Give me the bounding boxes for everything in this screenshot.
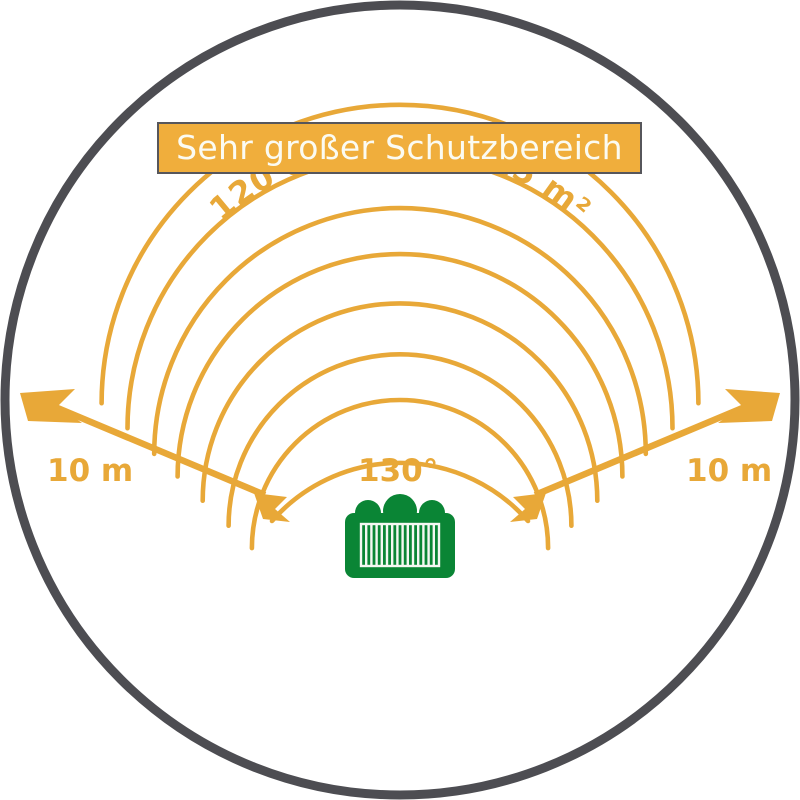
range-ray-left xyxy=(46,401,267,498)
detection-angle-label: 130° xyxy=(358,453,439,489)
protection-area-banner-label: Sehr großer Schutzbereich xyxy=(176,127,623,167)
range-arrow-right xyxy=(718,389,780,423)
angle-arrow-right xyxy=(510,493,546,522)
wave-arc-5 xyxy=(151,205,649,457)
wave-arc-1 xyxy=(249,397,551,551)
angle-arrow-left xyxy=(254,493,290,522)
wave-arc-7 xyxy=(99,102,701,406)
device-grille-frame xyxy=(359,522,441,568)
angle-arc xyxy=(269,460,531,524)
device-grille-bars xyxy=(365,524,435,566)
range-label-right: 10 m xyxy=(686,453,773,489)
angle-indicator xyxy=(254,460,546,524)
wave-arc-2 xyxy=(226,352,574,528)
wave-arc-3 xyxy=(200,301,600,503)
range-arrow-left xyxy=(20,389,82,423)
range-label-left: 10 m xyxy=(47,453,134,489)
protection-area-banner: Sehr großer Schutzbereich xyxy=(157,122,642,174)
wave-arc-4 xyxy=(175,251,625,479)
range-ray-right xyxy=(533,401,754,498)
range-rays xyxy=(20,389,780,498)
alarm-siren-device[interactable] xyxy=(345,494,455,578)
